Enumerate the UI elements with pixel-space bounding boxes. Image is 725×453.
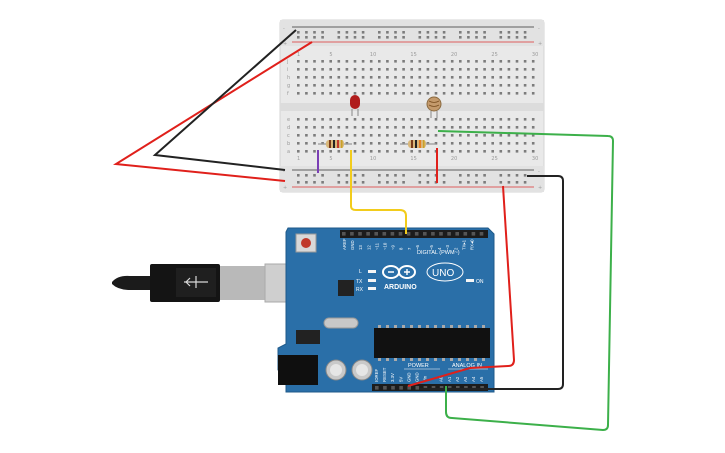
- rail-plus-top: +: [538, 41, 542, 47]
- column-number: 1: [297, 52, 300, 58]
- column-number: 20: [451, 156, 457, 162]
- model-label: UNO: [432, 268, 454, 279]
- wires: [112, 29, 615, 432]
- rail-plus-top-left: +: [283, 41, 287, 47]
- digital-pin-label: TX▸1: [461, 239, 466, 250]
- rail-plus-bottom-left: +: [283, 185, 287, 191]
- atmega-chip: [374, 328, 490, 358]
- power-analog-pins: [375, 386, 484, 390]
- digital-pin-label: 8: [399, 247, 404, 250]
- row-letter: e: [287, 117, 290, 123]
- row-letter: h: [287, 75, 290, 81]
- row-letter: g: [287, 83, 290, 89]
- rx-label: RX: [356, 287, 364, 293]
- arduino-uno-board[interactable]: L TX RX ON ARDUINO UNO DIGITAL (PWM~) PO…: [277, 227, 495, 393]
- digital-header[interactable]: [340, 230, 488, 238]
- power-header-label: POWER: [408, 363, 429, 369]
- digital-pin-label: 7: [407, 247, 412, 250]
- digital-pin-label: ~10: [383, 242, 388, 250]
- reset-button[interactable]: [301, 238, 311, 248]
- rail-plus-bottom: +: [538, 185, 542, 191]
- column-number: 20: [451, 52, 457, 58]
- power-analog-header[interactable]: [372, 384, 488, 391]
- digital-pin-label: AREF: [342, 238, 347, 250]
- resistor-ldr[interactable]: [400, 140, 436, 148]
- digital-pin-label: GND: [350, 240, 355, 250]
- led[interactable]: [350, 95, 360, 116]
- digital-header-pins: [342, 232, 484, 236]
- brand-label: ARDUINO: [384, 284, 417, 291]
- bottom-pin-label: A1: [447, 376, 452, 382]
- bottom-pin-label: A2: [455, 376, 460, 382]
- wire-yellow[interactable]: [350, 150, 407, 234]
- column-number: 5: [329, 156, 332, 162]
- row-letter: f: [287, 91, 289, 97]
- digital-pin-label: ~6: [415, 244, 420, 250]
- rail-minus-top-left: -: [283, 26, 285, 32]
- wire-red-left[interactable]: [112, 41, 313, 182]
- bottom-pin-label: GND: [406, 372, 411, 382]
- arduino-logo-icon: [382, 262, 464, 282]
- bottom-pin-label: IOREF: [374, 368, 379, 382]
- digital-header-label: DIGITAL (PWM~): [417, 250, 460, 256]
- column-number: 30: [532, 52, 538, 58]
- bottom-pin-label: 3.3V: [390, 373, 395, 382]
- column-number: 15: [410, 156, 416, 162]
- digital-pin-label: ~5: [429, 244, 434, 250]
- row-letter: a: [287, 149, 290, 155]
- bottom-pin-label: A4: [471, 376, 476, 382]
- column-number: 25: [491, 156, 497, 162]
- rail-minus-bottom: -: [538, 169, 540, 175]
- digital-pin-label: ~3: [445, 244, 450, 250]
- wire-black-left[interactable]: [152, 29, 297, 171]
- column-number: 30: [532, 156, 538, 162]
- rail-minus-bottom-left: -: [283, 169, 285, 175]
- column-number: 15: [410, 52, 416, 58]
- on-label: ON: [476, 279, 484, 285]
- digital-pin-label: ~11: [374, 242, 379, 250]
- bottom-pin-label: GND: [415, 372, 420, 382]
- bottom-pin-label: 5V: [398, 377, 403, 382]
- row-letter: c: [287, 133, 290, 139]
- analog-header-label: ANALOG IN: [452, 363, 482, 369]
- l-label: L: [359, 269, 362, 275]
- column-number: 10: [370, 156, 376, 162]
- digital-pin-label: 4: [437, 247, 442, 250]
- digital-pin-label: 2: [453, 247, 458, 250]
- wire-red-5v[interactable]: [407, 185, 516, 387]
- row-letter: i: [287, 67, 288, 73]
- digital-pin-label: RX◂0: [470, 239, 475, 250]
- photoresistor[interactable]: [426, 96, 442, 118]
- digital-pin-label: 12: [366, 245, 371, 250]
- resistor-led[interactable]: [318, 140, 352, 148]
- row-letter: b: [287, 141, 290, 147]
- column-number: 25: [491, 52, 497, 58]
- wire-green-a0[interactable]: [437, 130, 615, 432]
- bottom-pin-label: A0: [439, 376, 444, 382]
- tx-label: TX: [356, 279, 363, 285]
- column-number: 10: [370, 52, 376, 58]
- row-letter: d: [287, 125, 290, 131]
- row-letter: j: [286, 59, 288, 65]
- bottom-pin-label: A5: [479, 376, 484, 382]
- power-jack[interactable]: [278, 355, 318, 385]
- column-number: 5: [329, 52, 332, 58]
- column-number: 1: [297, 156, 300, 162]
- bottom-pin-label: A3: [463, 376, 468, 382]
- bottom-pin-label: Vin: [423, 375, 428, 382]
- bottom-pin-label: RESET: [382, 367, 387, 382]
- digital-pin-label: ~9: [391, 244, 396, 250]
- rail-minus-top: -: [538, 26, 540, 32]
- wire-black-gnd[interactable]: [420, 175, 564, 390]
- digital-pin-label: 13: [358, 245, 363, 250]
